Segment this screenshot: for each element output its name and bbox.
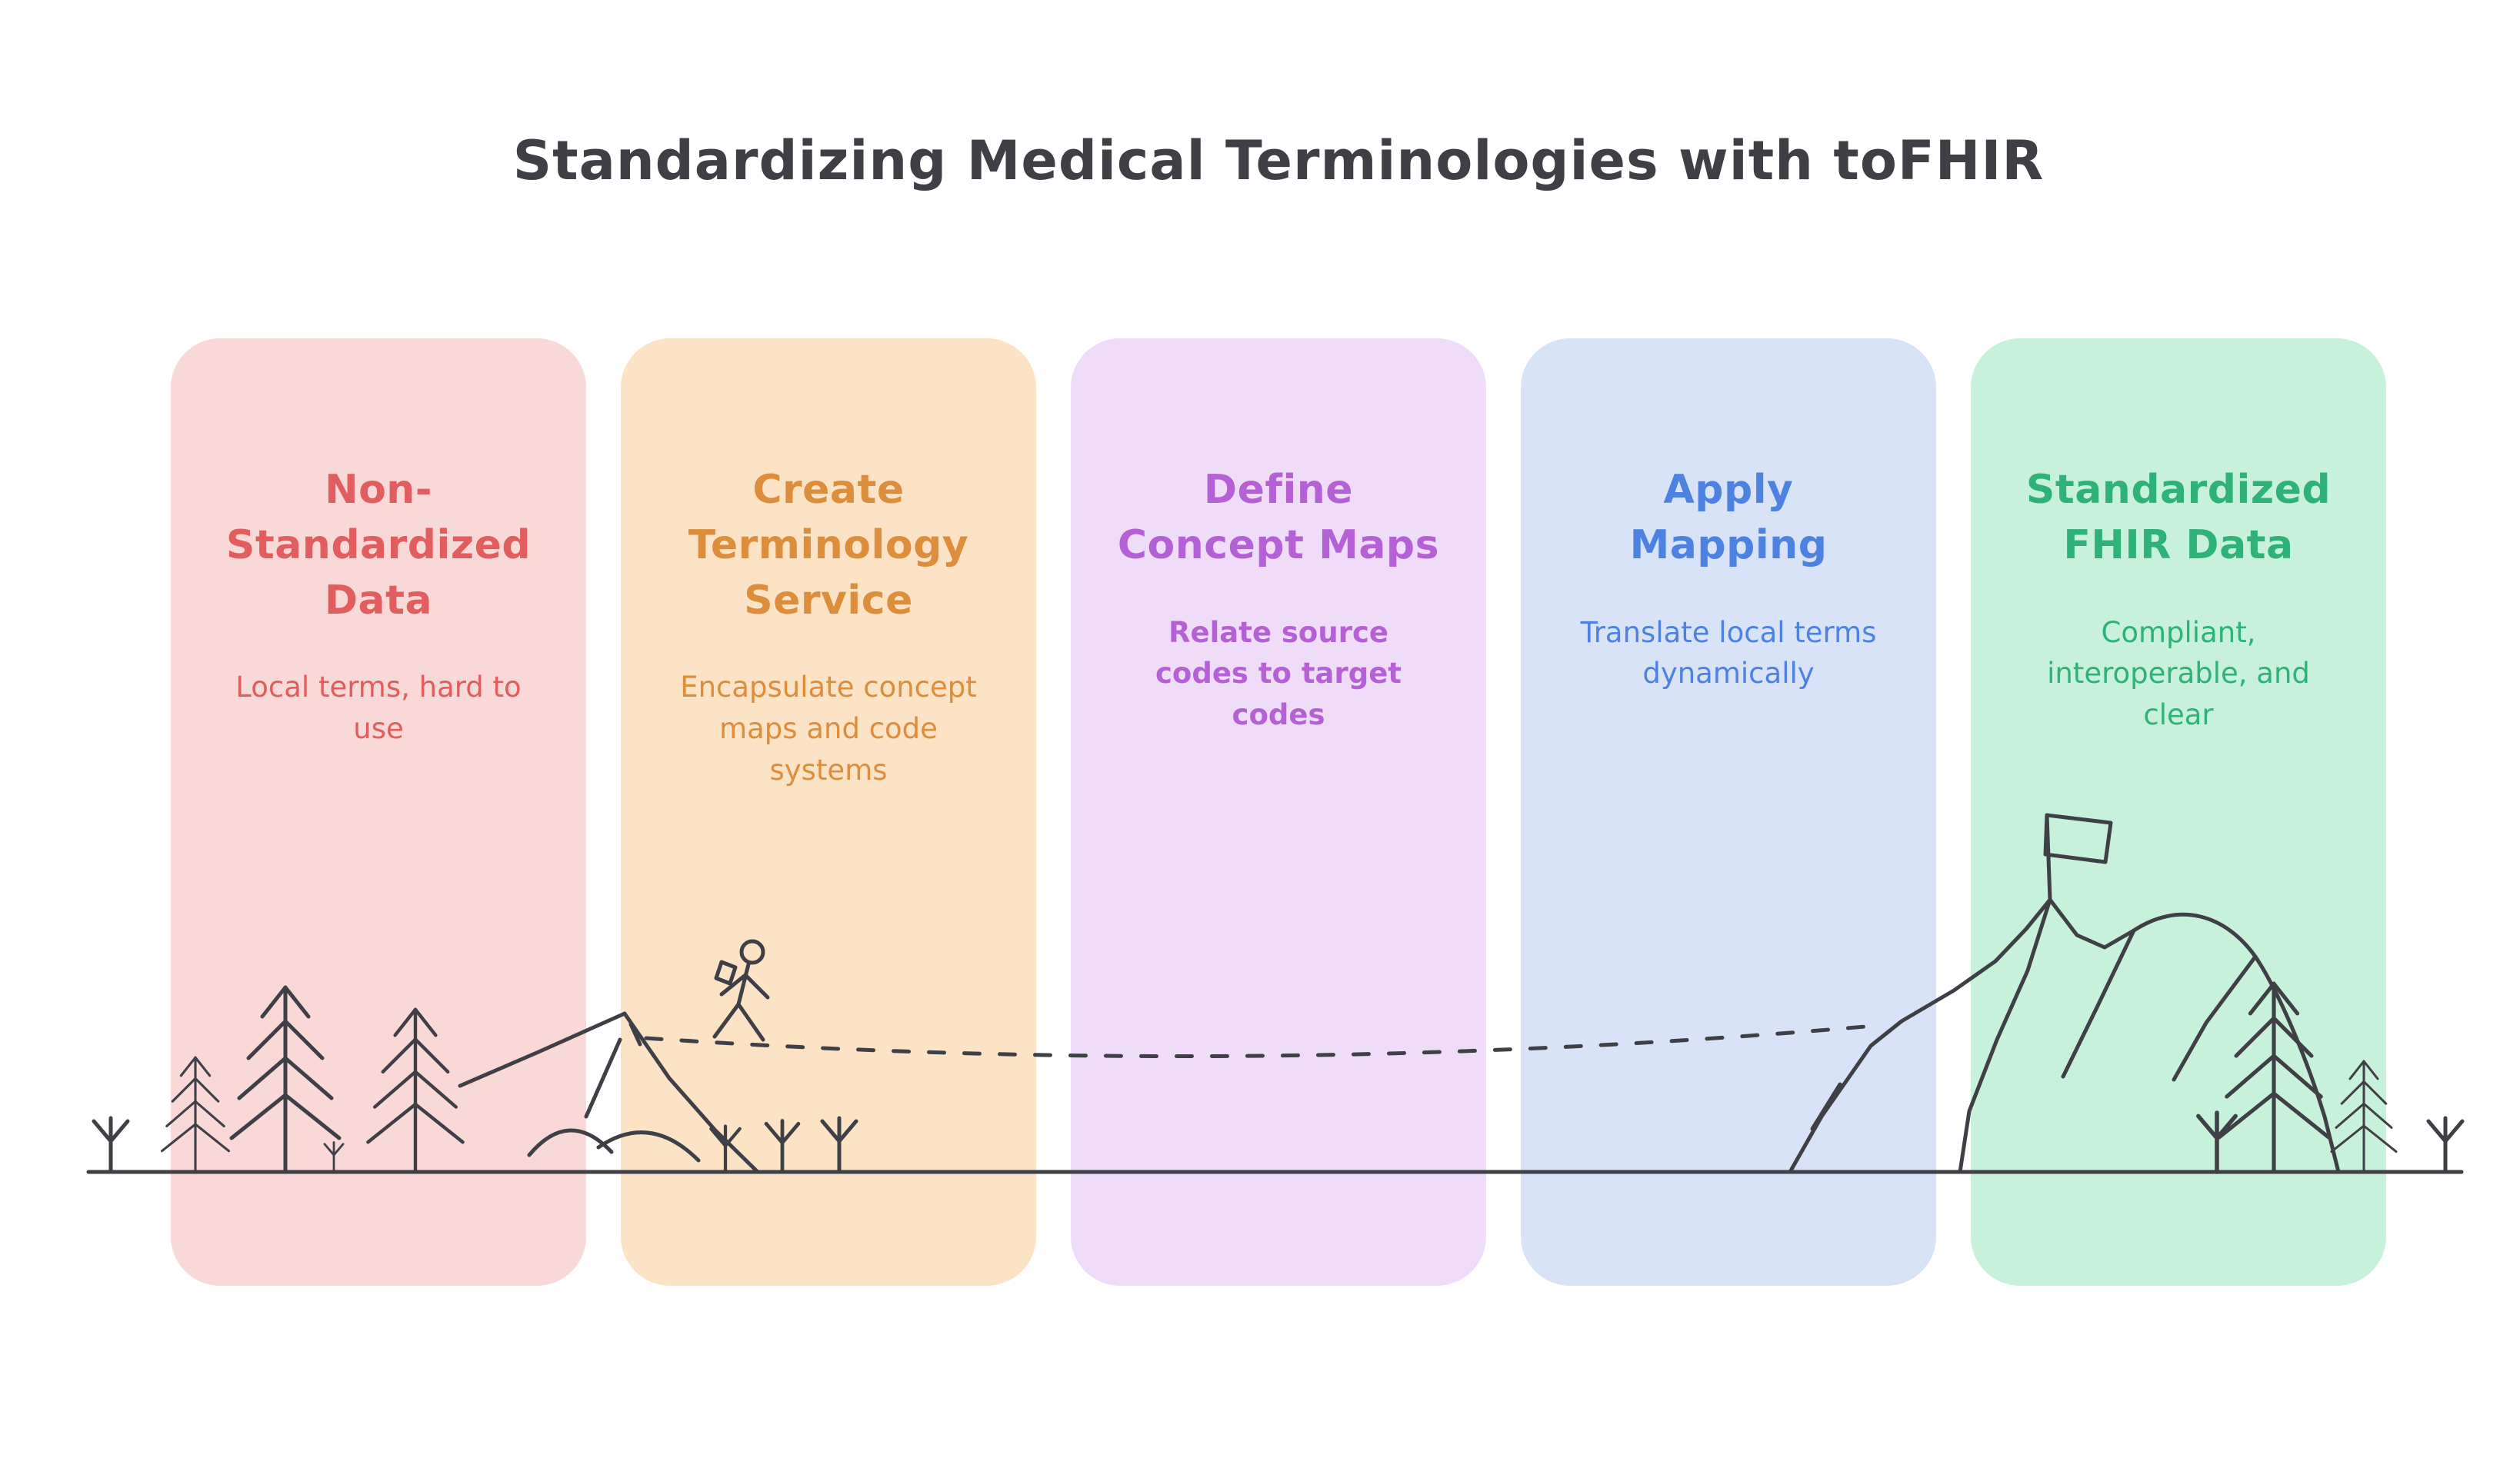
card-subtitle: Relate source codes to target codes: [1155, 615, 1402, 731]
card-define-concept-maps: Define Concept Maps Relate source codes …: [1071, 338, 1486, 1286]
steps-row: Non- Standardized Data Local terms, hard…: [171, 338, 2386, 1286]
card-subtitle: Encapsulate concept maps and code system…: [680, 671, 977, 787]
card-title: Apply Mapping: [1629, 467, 1828, 568]
sprout-tree: [94, 1118, 128, 1172]
card-subtitle: Local terms, hard to use: [235, 671, 522, 745]
card-non-standardized-data: Non- Standardized Data Local terms, hard…: [171, 338, 586, 1286]
card-subtitle: Translate local terms dynamically: [1580, 615, 1877, 691]
card-title: Non- Standardized Data: [225, 467, 532, 624]
card-subtitle: Compliant, interoperable, and clear: [2047, 615, 2310, 731]
sprout-tree: [2428, 1118, 2462, 1172]
card-title: Define Concept Maps: [1117, 467, 1440, 568]
card-title: Standardized FHIR Data: [2025, 467, 2332, 568]
card-create-terminology-service: Create Terminology Service Encapsulate c…: [621, 338, 1036, 1286]
page-title: Standardizing Medical Terminologies with…: [512, 129, 2045, 192]
card-title: Create Terminology Service: [688, 467, 969, 624]
card-standardized-fhir-data: Standardized FHIR Data Compliant, intero…: [1971, 338, 2386, 1286]
card-apply-mapping: Apply Mapping Translate local terms dyna…: [1521, 338, 1936, 1286]
